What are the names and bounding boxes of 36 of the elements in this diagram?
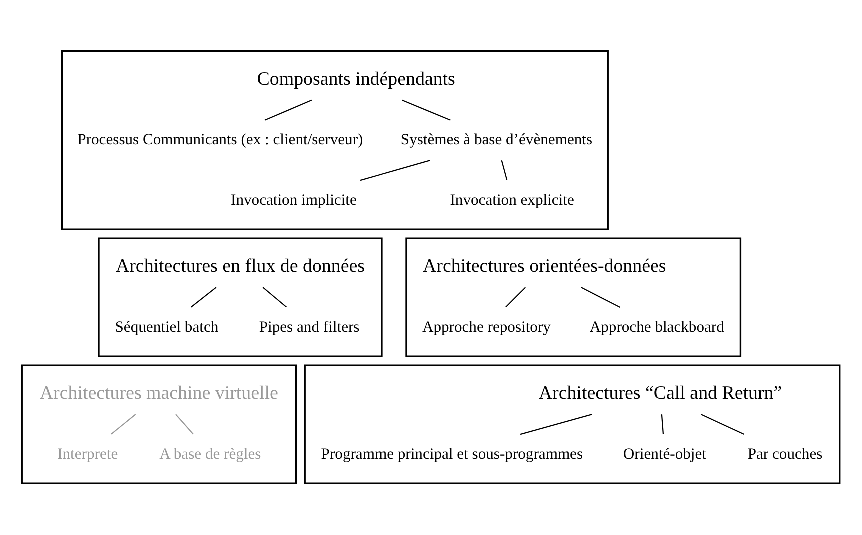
node-text: Invocation explicite [450, 192, 574, 209]
node-text: Programme principal et sous-programmes [321, 446, 584, 463]
cluster [21, 364, 298, 484]
connector [111, 414, 136, 435]
node-text: Composants indépendants [257, 68, 456, 90]
connector [506, 287, 526, 308]
node-text: Processus Communicants (ex : client/serveur) [78, 132, 364, 149]
connector [701, 414, 745, 436]
cluster [406, 238, 742, 358]
node-text: A base de règles [160, 446, 262, 463]
connector [661, 414, 664, 434]
node-text: Séquentiel batch [115, 318, 219, 336]
cluster [61, 50, 609, 230]
node-text: Invocation implicite [231, 192, 357, 209]
node-text: Architectures “Call and Return” [538, 383, 782, 404]
node-text: Par couches [748, 446, 823, 463]
node-text: Architectures en flux de données [116, 256, 366, 278]
connector [264, 100, 312, 121]
node-text: Architectures orientées-données [423, 256, 666, 278]
connector [262, 287, 288, 308]
node-text: Systèmes à base d’évènements [400, 132, 593, 149]
node-text: Pipes and filters [259, 318, 360, 336]
cluster [98, 238, 383, 358]
node-text: Approche blackboard [590, 318, 724, 336]
cluster [304, 364, 841, 484]
node-text: Orienté-objet [623, 446, 706, 463]
connector [501, 160, 508, 180]
connector [191, 287, 217, 308]
connector [360, 160, 430, 182]
connector [402, 100, 451, 121]
connector [520, 414, 592, 436]
node-text: Approche repository [422, 318, 551, 336]
connector [176, 414, 194, 435]
node-text: Interprete [58, 446, 118, 463]
node-text: Architectures machine virtuelle [40, 383, 278, 404]
connector [581, 287, 620, 308]
